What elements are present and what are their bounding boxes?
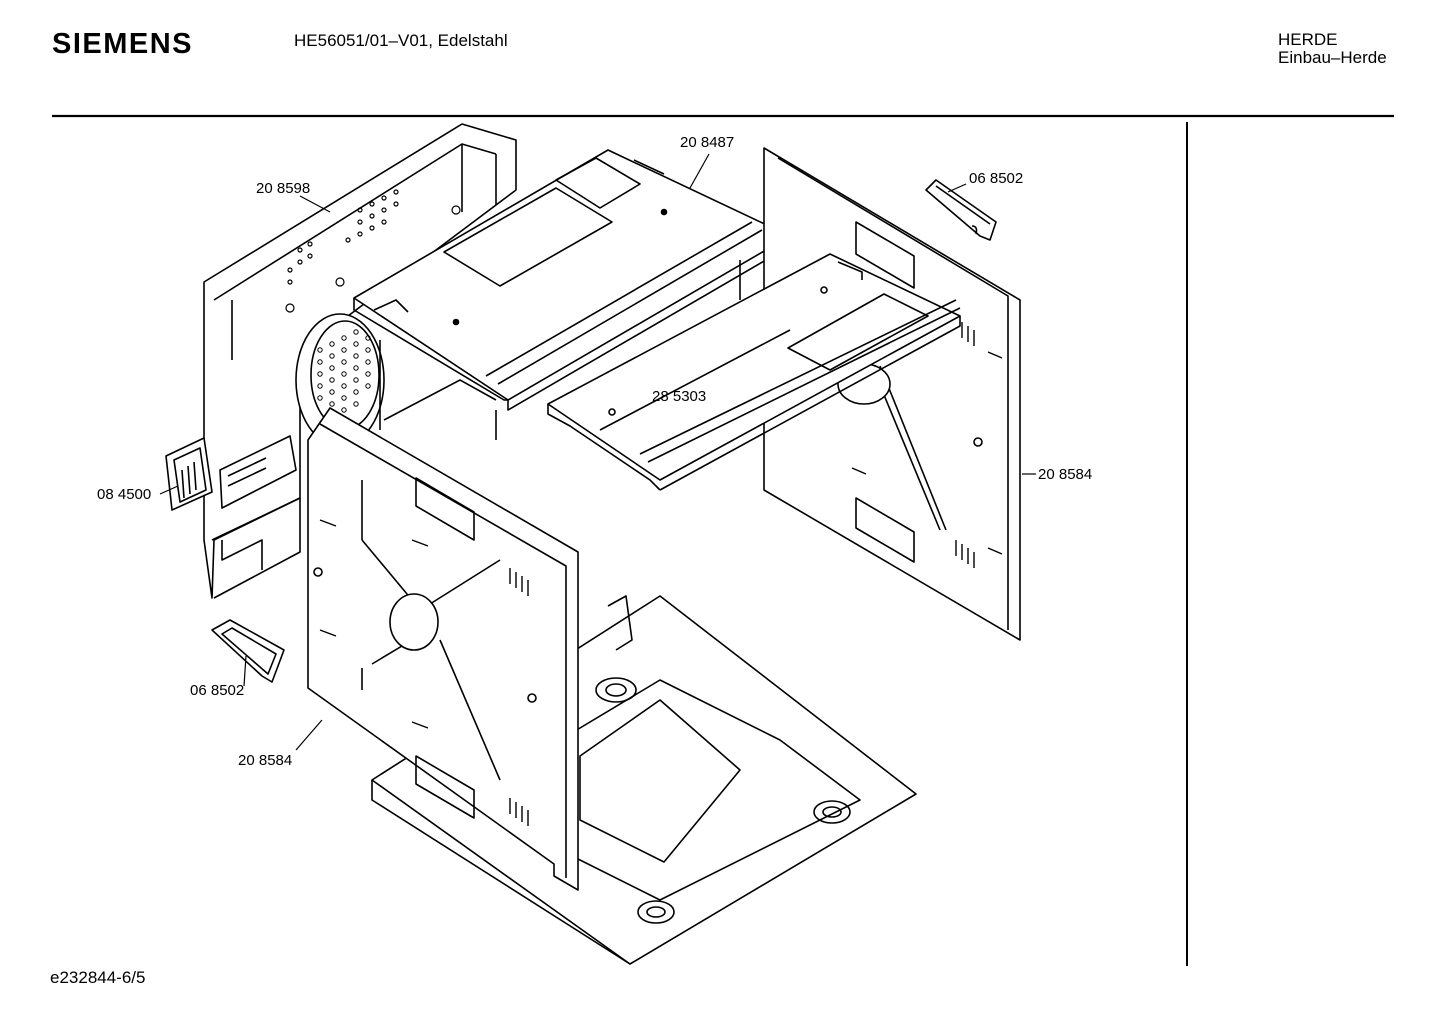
document-code: e232844-6/5 [50, 968, 146, 987]
connector-part [165, 435, 297, 511]
fan-grid [295, 313, 385, 447]
part-label-top-cover: 20 8487 [680, 134, 735, 151]
part-label-left-side-panel: 20 8598 [256, 180, 311, 197]
right-handle-part [925, 179, 997, 241]
part-label-left-handle: 06 8502 [190, 682, 245, 699]
part-label-left-side-liner: 20 8584 [238, 752, 293, 769]
part-label-connector: 08 4500 [97, 486, 152, 503]
part-label-right-handle: 06 8502 [969, 170, 1024, 187]
left-side-liner-part [307, 407, 579, 891]
left-side-panel-part [203, 123, 517, 599]
category-title: HERDE [1278, 30, 1338, 49]
model-title: HE56051/01–V01, Edelstahl [294, 31, 508, 50]
category-subtitle: Einbau–Herde [1278, 48, 1387, 67]
part-label-right-side-panel: 20 8584 [1038, 466, 1093, 483]
top-cover-part [353, 149, 791, 440]
part-label-rear-rail: 28 5303 [652, 388, 707, 405]
left-handle-part [211, 619, 285, 683]
brand-logo: SIEMENS [52, 28, 194, 60]
rear-rail-part [547, 253, 961, 491]
leader-lines [159, 153, 1036, 751]
